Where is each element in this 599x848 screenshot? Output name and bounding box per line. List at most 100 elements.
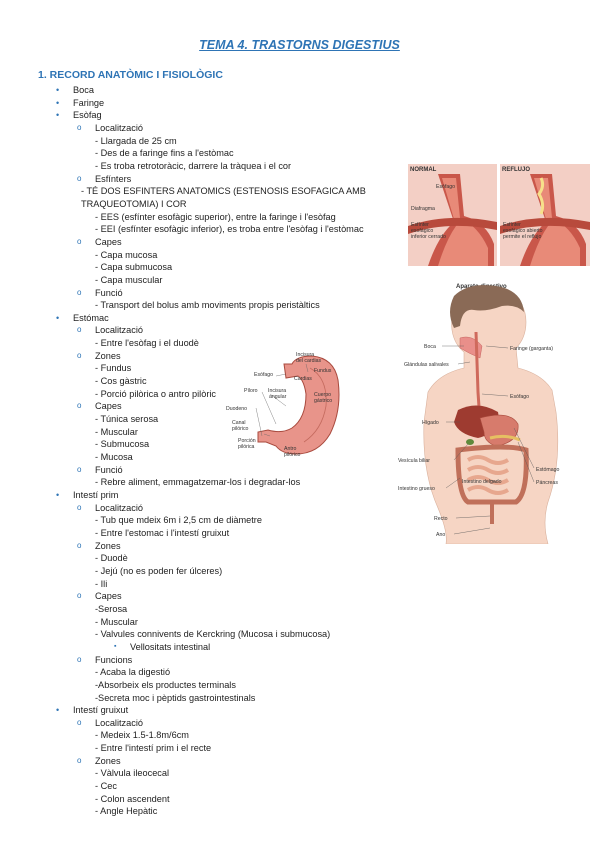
label-canal: Canal xyxy=(232,420,246,426)
sub-localitzacio: Localització xyxy=(0,324,599,337)
text-line: - Capa mucosa xyxy=(95,249,158,260)
sub-zones: Zones xyxy=(0,350,599,363)
text-line: - Cec xyxy=(95,781,117,792)
label-esfinter-abierto: esofágico abierto xyxy=(503,228,543,234)
label-recto: Recto xyxy=(434,516,448,522)
bullet-intesti-gruixut: Intestí gruixut xyxy=(0,704,599,717)
sub-funcio: Funció xyxy=(0,287,599,300)
digestive-system-figure: Aparato digestivo Boca Faringe (garganta… xyxy=(398,284,559,544)
bullet-faringe: Faringe xyxy=(0,97,599,110)
label-porcion: Porción xyxy=(238,438,256,444)
text-line: - Capa submucosa xyxy=(95,262,173,273)
label-reflujo: REFLUJO xyxy=(502,167,530,173)
sub-esfinters: Esfínters xyxy=(0,173,599,186)
pancreas-shape xyxy=(489,434,521,442)
label-intestino-delgado: Intestino delgado xyxy=(462,479,502,485)
label-vesicula: Vesícula biliar xyxy=(398,458,430,464)
small-intestine-shape xyxy=(466,455,510,495)
gallbladder-shape xyxy=(466,439,474,445)
text-line: - Des de a faringe fins a l'estòmac xyxy=(95,148,234,159)
label-higado: Hígado xyxy=(422,420,439,426)
sub-sub-item: Vellositats intestinal xyxy=(0,641,599,654)
text-line: - EES (esfínter esofàgic superior), entr… xyxy=(95,211,336,222)
sub-capes: Capes xyxy=(0,590,599,603)
sub-zones: Zones xyxy=(0,540,599,553)
label-glandulas: Glándulas salivales xyxy=(404,362,449,368)
sub-capes: Capes xyxy=(0,236,599,249)
text-line: - EEI (esfínter esofàgic inferior), es t… xyxy=(95,224,364,235)
text-line: - Muscular xyxy=(95,616,138,627)
text-line: - Entre l'esòfag i el duodè xyxy=(95,338,199,349)
sub-zones: Zones xyxy=(0,755,599,768)
label-antro: Antro xyxy=(284,446,297,452)
label-cuerpo: Cuerpo xyxy=(314,392,331,398)
large-intestine-shape xyxy=(455,444,529,505)
label-esfinter-abierto: permite el reflujo xyxy=(503,234,541,240)
text-line: - Cos gàstric xyxy=(95,376,147,387)
label-esofago: Esófago xyxy=(254,372,273,378)
text-line: - Transport del bolus amb moviments prop… xyxy=(95,300,320,311)
section-heading: 1. RECORD ANATÒMIC I FISIOLÒGIC xyxy=(38,69,223,81)
text-line: - Llargada de 25 cm xyxy=(95,135,177,146)
label-canal: pilórico xyxy=(232,426,249,432)
text-line: - Duodè xyxy=(95,553,128,564)
text-line: - Porció pilòrica o antro pilòric xyxy=(95,388,217,399)
label-faringe: Faringe (garganta) xyxy=(510,346,553,352)
sub-funcions: Funcions xyxy=(0,654,599,667)
label-esfinter: inferior cerrado xyxy=(411,234,446,240)
text-line: - Ili xyxy=(95,578,108,589)
label-esofago: Esófago xyxy=(510,394,529,400)
label-cardias: Cardias xyxy=(294,376,312,382)
label-esfinter: Esfínter xyxy=(411,222,429,228)
text-line: - Vàlvula ileocecal xyxy=(95,768,170,779)
bullet-estomac: Estómac xyxy=(0,312,599,325)
label-antro: pilórico xyxy=(284,452,301,458)
text-line: - Colon ascendent xyxy=(95,793,170,804)
label-intestino-grueso: Intestino grueso xyxy=(398,486,435,492)
label-piloro: Píloro xyxy=(244,388,258,394)
text-line: - Angle Hepàtic xyxy=(95,806,158,817)
label-fundus: Fundus xyxy=(314,368,332,374)
text-line: - Fundus xyxy=(95,363,132,374)
text-line: - Acaba la digestió xyxy=(95,667,171,678)
label-diafragma: Diafragma xyxy=(411,206,435,212)
text-line: - Jejú (no es poden fer úlceres) xyxy=(95,565,223,576)
text-line: - Capa muscular xyxy=(95,274,163,285)
reflux-figure: NORMAL REFLUJO Esófago Diafragma Esfínte… xyxy=(408,164,590,266)
text-line: -Absorbeix els productes terminals xyxy=(95,679,236,690)
label-incisura-angular: Incisura xyxy=(268,388,286,394)
text-line: - Entre l'intestí prim i el recte xyxy=(95,743,212,754)
bullet-esofag: Esòfag xyxy=(0,109,599,122)
stomach-figure: Incisura del cardias Fundus Esófago Card… xyxy=(226,352,340,458)
hair xyxy=(450,285,524,328)
label-porcion: pilórica xyxy=(238,444,255,450)
text-line: - Rebre aliment, emmagatzemar-los i degr… xyxy=(95,477,301,488)
bullet-boca: Boca xyxy=(0,84,599,97)
bullet-intesti-prim: Intestí prim xyxy=(0,489,599,502)
label-normal: NORMAL xyxy=(410,167,437,173)
text-line: - Entre l'estomac i l'intestí gruixut xyxy=(95,527,230,538)
text-line: - Mucosa xyxy=(95,452,133,463)
text-line: - Es troba retrotoràcic, darrere la tràq… xyxy=(95,160,292,171)
label-esfinter: esofágico xyxy=(411,228,433,234)
text-line: -Serosa xyxy=(95,603,128,614)
text-line: - TÉ DOS ESFINTERS ANATOMICS (ESTENOSIS … xyxy=(81,186,366,209)
text-line: - Muscular xyxy=(95,426,138,437)
label-esfinter-abierto: Esfínter xyxy=(503,222,521,228)
sub-capes: Capes xyxy=(0,400,599,413)
label-estomago: Estómago xyxy=(536,467,559,473)
label-boca: Boca xyxy=(424,344,436,350)
text-line: -Secreta moc i pèptids gastrointestinals xyxy=(95,692,256,703)
label-incisura-cardias: del cardias xyxy=(296,358,321,364)
document-body: Boca Faringe Esòfag Localització - Llarg… xyxy=(0,84,599,818)
text-line: - Medeix 1.5-1.8m/6cm xyxy=(95,730,189,741)
label-cuerpo: gástrico xyxy=(314,398,332,404)
label-pancreas: Páncreas xyxy=(536,480,558,486)
text-line: - Submucosa xyxy=(95,439,150,450)
text-line: - Valvules connivents de Kerckring (Muco… xyxy=(95,629,331,640)
sub-localitzacio: Localització xyxy=(0,122,599,135)
sub-funcio: Funció xyxy=(0,464,599,477)
page-title: TEMA 4. TRASTORNS DIGESTIUS xyxy=(199,38,400,52)
label-esofago: Esófago xyxy=(436,184,455,190)
stomach-shape xyxy=(257,355,340,455)
